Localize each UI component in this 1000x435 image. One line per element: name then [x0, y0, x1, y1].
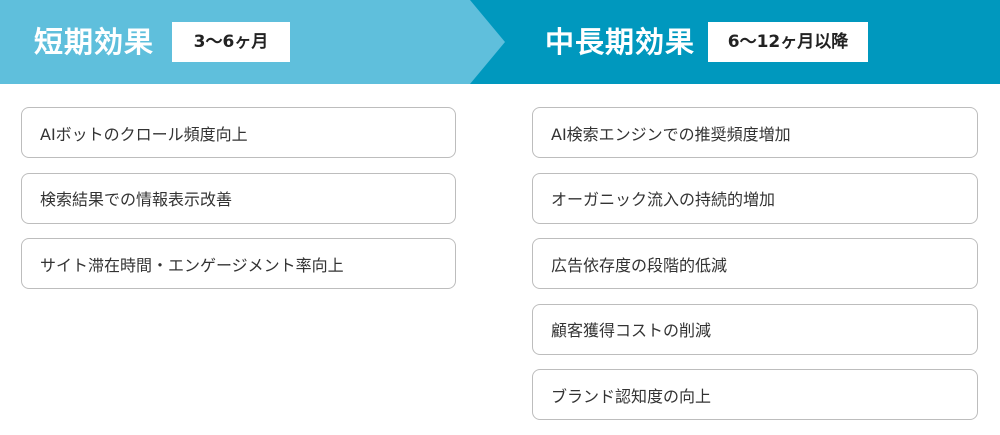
short-term-title: 短期効果: [34, 25, 155, 59]
long-term-item: AI検索エンジンでの推奨頻度増加: [532, 107, 978, 158]
long-term-title: 中長期効果: [545, 25, 696, 59]
long-term-effects-list: AI検索エンジンでの推奨頻度増加 オーガニック流入の持続的増加 広告依存度の段階…: [532, 107, 978, 435]
item-label: AIボットのクロール頻度向上: [40, 124, 248, 144]
long-term-item: 顧客獲得コストの削減: [532, 303, 978, 355]
item-label: サイト滞在時間・エンゲージメント率向上: [40, 255, 344, 275]
long-term-item: オーガニック流入の持続的増加: [532, 172, 978, 224]
phase-header: 短期効果 3〜6ヶ月 中長期効果 6〜12ヶ月以降: [0, 0, 1000, 84]
long-term-item: ブランド認知度の向上: [532, 369, 978, 420]
short-term-item: AIボットのクロール頻度向上: [21, 107, 456, 158]
short-term-item: 検索結果での情報表示改善: [21, 172, 456, 224]
short-term-period-badge: 3〜6ヶ月: [172, 22, 290, 62]
item-label: 広告依存度の段階的低減: [551, 255, 728, 275]
item-label: 顧客獲得コストの削減: [551, 321, 712, 340]
short-term-effects-list: AIボットのクロール頻度向上 検索結果での情報表示改善 サイト滞在時間・エンゲー…: [21, 107, 456, 304]
long-term-period-badge: 6〜12ヶ月以降: [708, 22, 868, 62]
item-label: ブランド認知度の向上: [551, 386, 712, 406]
item-label: AI検索エンジンでの推奨頻度増加: [551, 124, 791, 144]
item-label: 検索結果での情報表示改善: [40, 190, 233, 209]
long-term-item: 広告依存度の段階的低減: [532, 238, 978, 289]
short-term-item: サイト滞在時間・エンゲージメント率向上: [21, 238, 456, 289]
item-label: オーガニック流入の持続的増加: [551, 190, 776, 209]
